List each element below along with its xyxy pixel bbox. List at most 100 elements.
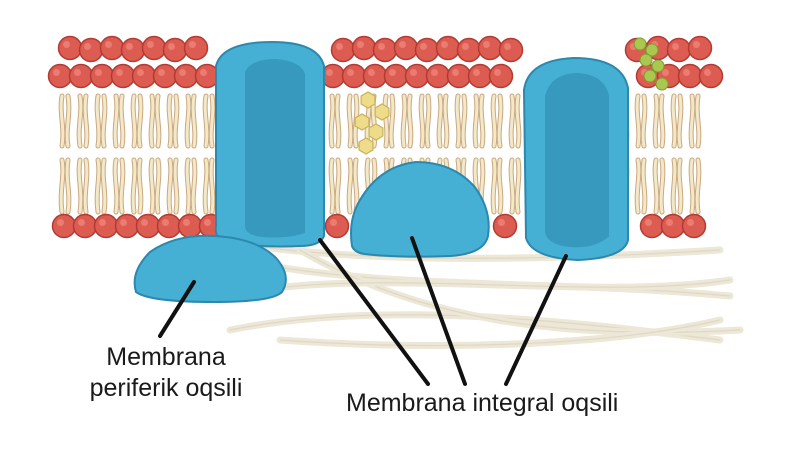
lipid-tail-fill — [155, 94, 161, 148]
phospholipid-head-shine — [53, 69, 60, 76]
integral-channel-protein-inner — [245, 58, 305, 238]
phospholipid-head — [173, 63, 199, 89]
peripheral-protein-label: Membrana periferik oqsili — [46, 342, 286, 404]
lipid-tail-fill — [191, 158, 197, 214]
phospholipid-head-shine — [389, 69, 396, 76]
lipid-tail-fill — [335, 94, 341, 148]
lipid-tail-fill — [491, 158, 497, 214]
lipid-tail-fill — [635, 158, 641, 214]
cholesterol-ring — [360, 91, 376, 109]
leader-line-integral-2 — [410, 236, 467, 386]
glycolipid-bead — [643, 69, 657, 83]
phospholipid-head-shine — [57, 219, 64, 226]
lipid-tail-fill — [335, 158, 341, 214]
phospholipid-head-shine — [498, 219, 505, 226]
lipid-tail-fill — [113, 158, 119, 214]
lipid-tail-fill — [509, 158, 515, 214]
phospholipid-head — [393, 35, 419, 61]
phospholipid-head — [110, 63, 136, 89]
phospholipid-head-shine — [78, 219, 85, 226]
phospholipid-head-shine — [462, 43, 469, 50]
phospholipid-head-shine — [378, 43, 385, 50]
lipid-tail-fill — [455, 94, 461, 148]
peripheral-protein — [133, 234, 287, 304]
glycolipid-bead — [645, 43, 659, 57]
phospholipid-head-shine — [326, 69, 333, 76]
phospholipid-head — [404, 63, 430, 89]
phospholipid-head — [177, 213, 203, 239]
cytoskeleton-filaments — [226, 240, 744, 349]
integral-embedded-protein — [350, 160, 490, 258]
phospholipid-head-shine — [84, 43, 91, 50]
lipid-tail-fill — [443, 94, 449, 148]
cholesterol-molecules — [354, 91, 390, 155]
phospholipid-head-shine — [183, 219, 190, 226]
phospholipid-head — [498, 37, 524, 63]
phospholipid-head-shine — [137, 69, 144, 76]
phospholipid-heads — [47, 35, 724, 239]
lipid-tail-fill — [119, 158, 125, 214]
phospholipid-head — [666, 37, 692, 63]
cholesterol-ring — [368, 123, 384, 141]
phospholipid-head-shine — [693, 41, 700, 48]
phospholipid-head — [114, 213, 140, 239]
lipid-tail-fill — [677, 158, 683, 214]
cytoskeleton-filament-edge — [279, 319, 721, 347]
phospholipid-head — [435, 35, 461, 61]
lipid-tail-fill — [131, 158, 137, 214]
phospholipid-head — [183, 35, 209, 61]
phospholipid-head — [93, 213, 119, 239]
lipid-tail-fill — [83, 94, 89, 148]
cytoskeleton-filament-edge — [239, 243, 721, 259]
phospholipid-head-shine — [368, 69, 375, 76]
phospholipid-head — [57, 35, 83, 61]
lipid-tail-fill — [185, 158, 191, 214]
glycolipid-bead — [651, 59, 665, 73]
cholesterol-ring — [374, 103, 390, 121]
phospholipid-head — [372, 37, 398, 63]
phospholipid-head-shine — [662, 69, 669, 76]
lipid-tail-fill — [95, 158, 101, 214]
phospholipid-head-shine — [704, 69, 711, 76]
lipid-tail-fill — [641, 158, 647, 214]
glycolipid-chain — [633, 37, 669, 91]
phospholipid-head-shine — [687, 219, 694, 226]
phospholipid-head — [660, 213, 686, 239]
lipid-tail-fill — [59, 94, 65, 148]
glycolipid-bead — [633, 37, 647, 51]
lipid-tail-fill — [119, 94, 125, 148]
glycolipid-bead — [655, 77, 669, 91]
phospholipid-head-shine — [63, 41, 70, 48]
phospholipid-head — [152, 63, 178, 89]
lipid-tail-fill — [347, 158, 353, 214]
lipid-tail-fill — [131, 94, 137, 148]
lipid-tail-fill — [437, 94, 443, 148]
lipid-tail-fill — [173, 94, 179, 148]
lipid-tail-fill — [149, 158, 155, 214]
phospholipid-head-shine — [645, 219, 652, 226]
lipid-tail-fill — [167, 94, 173, 148]
phospholipid-head-shine — [126, 43, 133, 50]
phospholipid-head-shine — [158, 69, 165, 76]
phospholipid-head-shine — [473, 69, 480, 76]
lipid-tail-fill — [185, 94, 191, 148]
lipid-tail-fill — [347, 94, 353, 148]
phospholipid-head — [120, 37, 146, 63]
lipid-tail-fill — [65, 94, 71, 148]
lipid-tail-fill — [659, 94, 665, 148]
lipid-tail-fill — [209, 94, 215, 148]
lipid-tail-fill — [515, 94, 521, 148]
cholesterol-ring — [354, 113, 370, 131]
leader-line-peripheral — [158, 280, 196, 338]
phospholipid-head-shine — [452, 69, 459, 76]
leader-line-integral-1 — [318, 238, 430, 386]
phospholipid-head — [488, 63, 514, 89]
lipid-tail-fill — [191, 94, 197, 148]
phospholipid-head-shine — [147, 41, 154, 48]
phospholipid-head-shine — [494, 69, 501, 76]
cytoskeleton-filament-edge — [259, 279, 731, 291]
phospholipid-head-shine — [672, 43, 679, 50]
phospholipid-head-shine — [330, 219, 337, 226]
phospholipid-head-shine — [179, 69, 186, 76]
